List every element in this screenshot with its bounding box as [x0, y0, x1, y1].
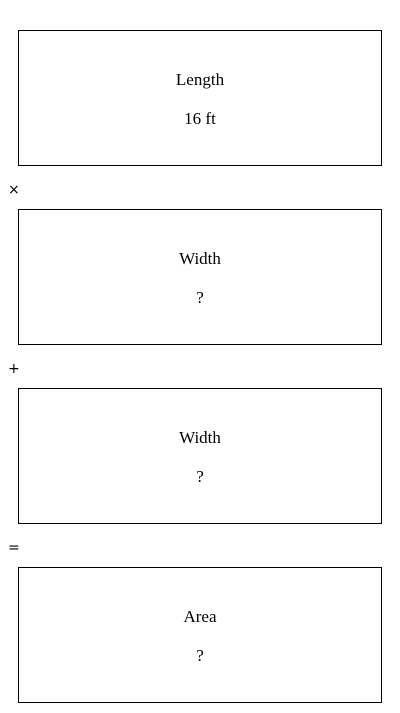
- area-label: Area: [183, 607, 217, 626]
- multiply-operator: ×: [8, 182, 20, 198]
- area-value: ?: [196, 646, 204, 665]
- width-label-first: Width: [179, 249, 221, 268]
- width-value-second: ?: [196, 467, 204, 486]
- width-box-second: Width ?: [18, 388, 382, 524]
- length-label: Length: [175, 70, 225, 89]
- area-box: Area ?: [18, 567, 382, 703]
- plus-operator: +: [8, 361, 20, 377]
- length-value: 16 ft: [184, 109, 216, 128]
- length-box: Length 16 ft: [18, 30, 382, 166]
- width-box-first: Width ?: [18, 209, 382, 345]
- equals-operator: =: [8, 540, 20, 556]
- width-value-first: ?: [196, 288, 204, 307]
- width-label-second: Width: [179, 428, 221, 447]
